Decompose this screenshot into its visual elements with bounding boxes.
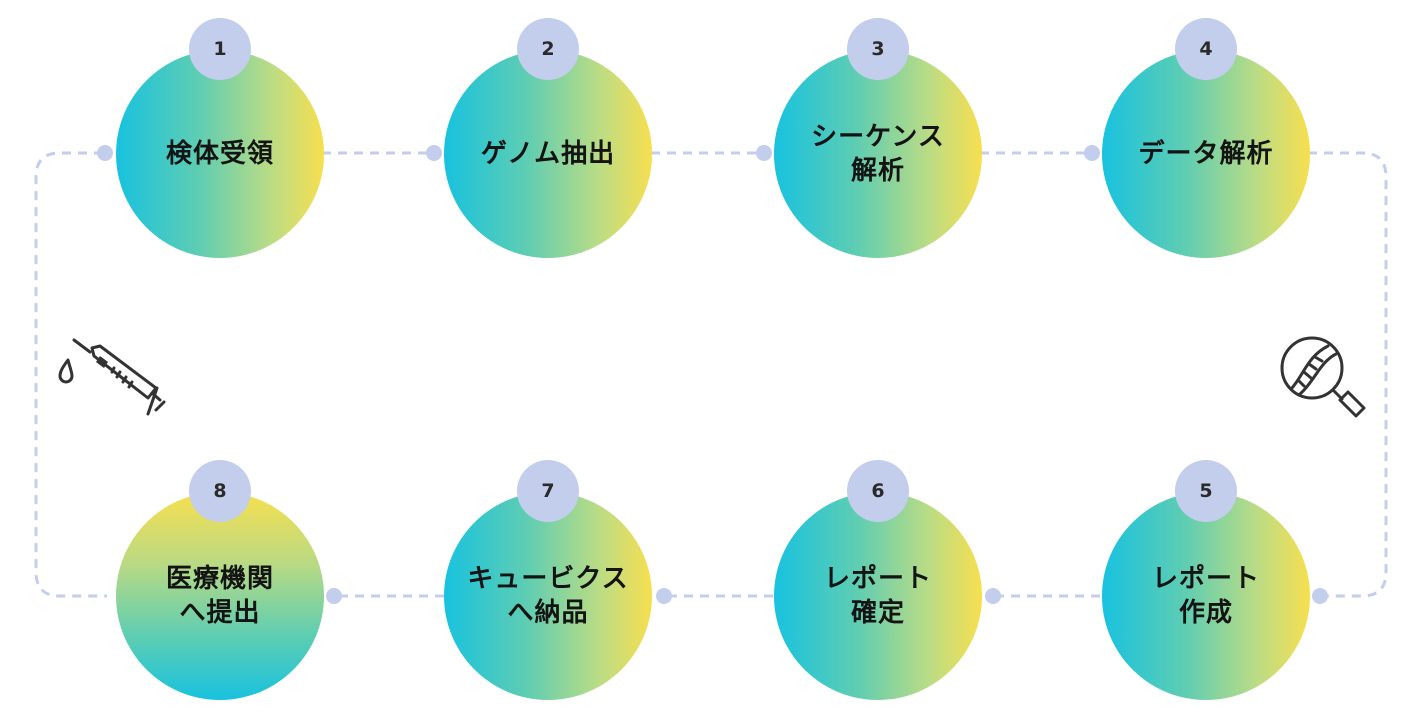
step-label-line: 確定 (850, 598, 905, 628)
step-label-line: レポート (823, 564, 932, 594)
step-label-line: キュービクス (467, 564, 629, 594)
connector-4-5 (1308, 151, 1388, 598)
step-6: レポート 確定 6 (774, 460, 982, 700)
step-number-badge: 5 (1175, 460, 1237, 522)
step-8: 医療機関 へ提出 8 (116, 460, 324, 700)
step-number-badge: 2 (517, 18, 579, 80)
step-label-line: シーケンス (811, 122, 945, 152)
step-label-line: データ解析 (1138, 139, 1274, 169)
step-number-badge: 3 (847, 18, 909, 80)
step-circle: 医療機関 へ提出 (116, 492, 324, 700)
step-circle: シーケンス 解析 (774, 50, 982, 258)
connector-dot (426, 145, 442, 161)
step-2: ゲノム抽出 2 (444, 18, 652, 258)
step-label-line: 医療機関 (165, 564, 274, 594)
connector-dot (656, 588, 672, 604)
connector-path-loop (34, 151, 107, 598)
step-label-line: へ提出 (179, 598, 261, 628)
step-number-badge: 1 (189, 18, 251, 80)
step-label-line: 検体受領 (165, 139, 274, 169)
connector-dot (985, 588, 1001, 604)
connector-dot (1084, 145, 1100, 161)
step-3: シーケンス 解析 3 (774, 18, 982, 258)
dna-magnifier-icon (1280, 336, 1366, 418)
step-label-line: 解析 (850, 156, 905, 186)
step-circle: データ解析 (1102, 50, 1310, 258)
step-5: レポート 作成 5 (1102, 460, 1310, 700)
connector-dot (97, 145, 113, 161)
step-circle: レポート 作成 (1102, 492, 1310, 700)
step-number-badge: 4 (1175, 18, 1237, 80)
step-circle: ゲノム抽出 (444, 50, 652, 258)
step-7: キュービクス へ納品 7 (444, 460, 652, 700)
step-number-badge: 7 (517, 460, 579, 522)
step-1: 検体受領 1 (116, 18, 324, 258)
step-number-badge: 8 (189, 460, 251, 522)
step-circle: キュービクス へ納品 (444, 492, 652, 700)
connector-dot (1312, 588, 1328, 604)
step-4: データ解析 4 (1102, 18, 1310, 258)
step-circle: レポート 確定 (774, 492, 982, 700)
step-label-line: ゲノム抽出 (480, 139, 616, 169)
syringe-icon (58, 338, 166, 416)
step-label-line: レポート (1151, 564, 1260, 594)
step-label-line: 作成 (1178, 598, 1233, 628)
step-number-badge: 6 (847, 460, 909, 522)
connector-dot (756, 145, 772, 161)
step-circle: 検体受領 (116, 50, 324, 258)
connector-dot (326, 588, 342, 604)
step-label-line: へ納品 (507, 598, 589, 628)
